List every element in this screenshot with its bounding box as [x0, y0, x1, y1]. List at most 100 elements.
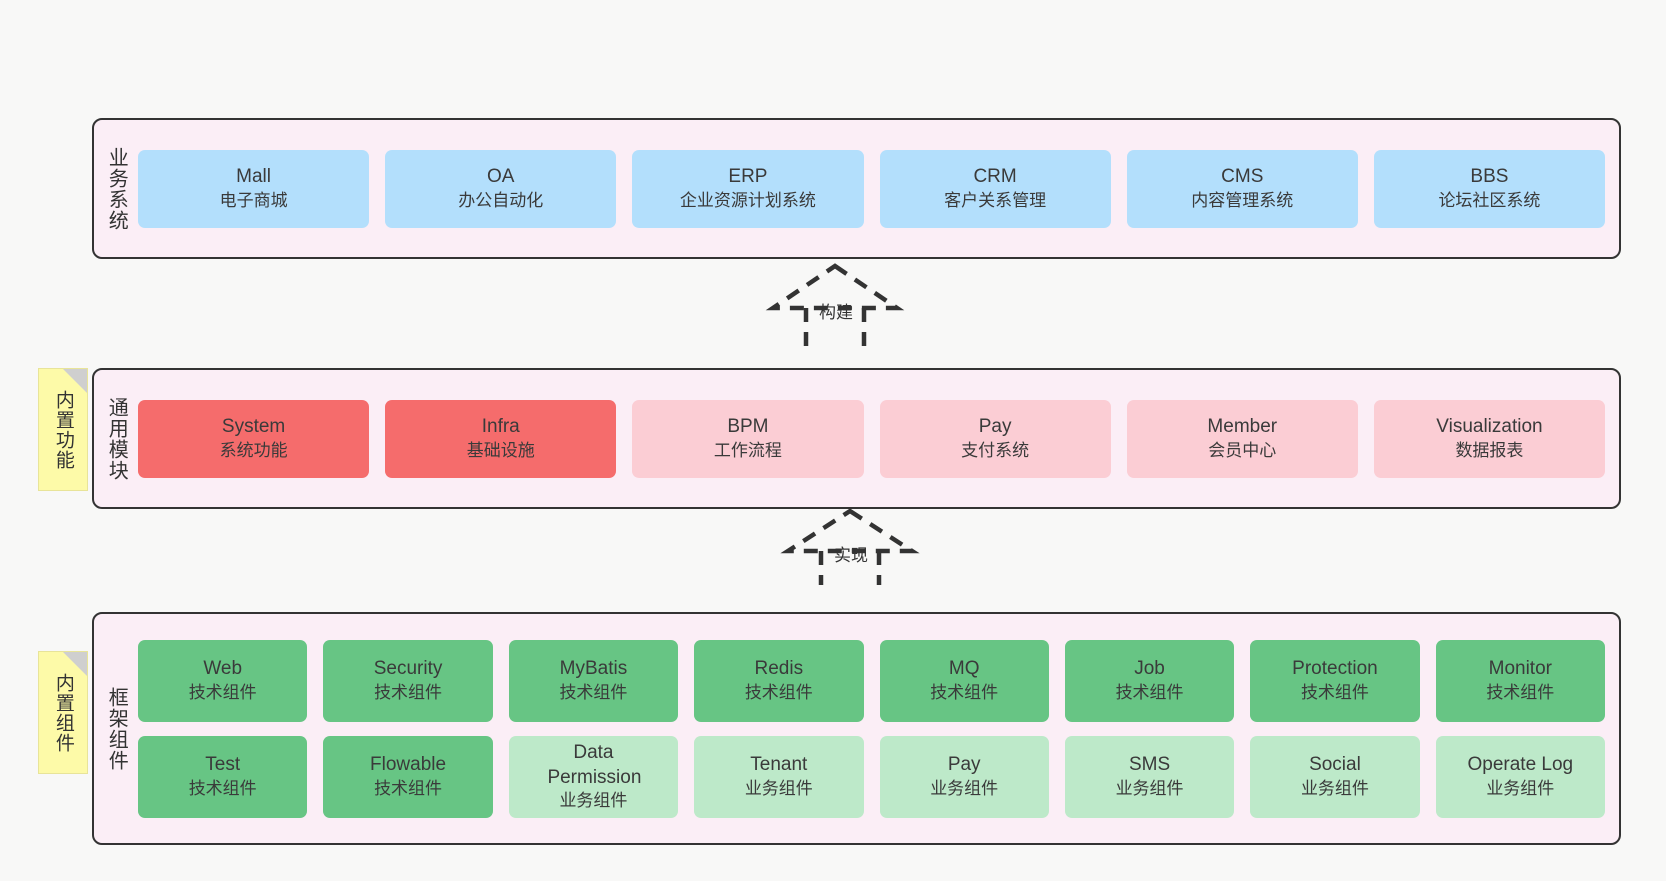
card-web[interactable]: Web 技术组件: [138, 639, 308, 722]
card-subtitle: 客户关系管理: [944, 190, 1047, 210]
card-subtitle: 技术组件: [374, 778, 443, 798]
card-test[interactable]: Test 技术组件: [138, 735, 308, 818]
card-tenant[interactable]: Tenant 业务组件: [694, 735, 864, 818]
card-system[interactable]: System 系统功能: [138, 399, 370, 478]
card-subtitle: 系统功能: [219, 440, 288, 460]
card-title: Pay: [978, 416, 1012, 438]
card-cms[interactable]: CMS 内容管理系统: [1126, 149, 1358, 228]
card-security[interactable]: Security 技术组件: [323, 639, 493, 722]
generalization-arrow-icon: [765, 263, 905, 350]
card-monitor[interactable]: Monitor 技术组件: [1435, 639, 1605, 722]
card-subtitle: 业务组件: [1486, 778, 1555, 798]
card-mybatis[interactable]: MyBatis 技术组件: [508, 639, 679, 722]
card-subtitle: 数据报表: [1455, 440, 1524, 460]
layer-title-framework-components: 框架组件: [105, 686, 128, 771]
note-builtin-components: 内置组件: [38, 651, 88, 774]
card-subtitle: 业务组件: [930, 778, 999, 798]
card-title: Visualization: [1436, 416, 1543, 438]
card-subtitle: 技术组件: [1115, 682, 1184, 702]
card-title: ERP: [728, 166, 768, 188]
card-title: Operate Log: [1467, 754, 1574, 776]
card-title: MyBatis: [559, 658, 628, 680]
card-subtitle: 技术组件: [374, 682, 443, 702]
card-subtitle: 业务组件: [744, 778, 813, 798]
card-sms[interactable]: SMS 业务组件: [1064, 735, 1235, 818]
card-flowable[interactable]: Flowable 技术组件: [323, 735, 493, 818]
card-subtitle: 会员中心: [1208, 440, 1277, 460]
layer-business-system: 业务系统 Mall 电子商城 OA 办公自动化 ERP 企业资源计划系统 CRM…: [92, 118, 1621, 259]
card-subtitle: 技术组件: [188, 682, 257, 702]
card-social[interactable]: Social 业务组件: [1250, 735, 1420, 818]
card-title: Security: [373, 658, 443, 680]
layer-title-common-modules: 通用模块: [105, 396, 128, 481]
card-protection[interactable]: Protection 技术组件: [1250, 639, 1420, 722]
card-subtitle: 技术组件: [559, 682, 628, 702]
card-title: CRM: [973, 166, 1017, 188]
card-title: Member: [1207, 416, 1278, 438]
layer-modules-cards: System 系统功能 Infra 基础设施 BPM 工作流程 Pay 支付系统…: [138, 370, 1619, 507]
card-erp[interactable]: ERP 企业资源计划系统: [632, 149, 864, 228]
card-title: Flowable: [370, 754, 447, 776]
card-subtitle: 企业资源计划系统: [679, 190, 816, 210]
connector-label: 构建: [819, 303, 853, 322]
card-subtitle: 业务组件: [1300, 778, 1369, 798]
card-job[interactable]: Job 技术组件: [1064, 639, 1235, 722]
card-row: Mall 电子商城 OA 办公自动化 ERP 企业资源计划系统 CRM 客户关系…: [138, 149, 1606, 228]
card-member[interactable]: Member 会员中心: [1126, 399, 1358, 478]
card-title: Protection: [1292, 658, 1378, 680]
card-title: BPM: [727, 416, 769, 438]
card-title: Monitor: [1488, 658, 1552, 680]
card-crm[interactable]: CRM 客户关系管理: [879, 149, 1111, 228]
card-data-permission[interactable]: Data Permission 业务组件: [508, 735, 679, 818]
note-builtin-features: 内置功能: [38, 368, 88, 491]
note-label: 内置功能: [52, 389, 74, 470]
layer-common-modules: 通用模块 System 系统功能 Infra 基础设施 BPM 工作流程 Pay…: [92, 368, 1621, 509]
card-row: Web 技术组件 Security 技术组件 MyBatis 技术组件 Redi…: [138, 639, 1605, 722]
card-subtitle: 论坛社区系统: [1438, 190, 1541, 210]
card-title: OA: [487, 166, 515, 188]
card-title: Infra: [481, 416, 520, 438]
card-title: CMS: [1221, 166, 1264, 188]
card-subtitle: 业务组件: [559, 790, 628, 810]
card-title: Redis: [754, 658, 804, 680]
card-subtitle: 技术组件: [188, 778, 257, 798]
card-title: Web: [203, 658, 243, 680]
card-subtitle: 技术组件: [1486, 682, 1555, 702]
card-pay-component[interactable]: Pay 业务组件: [879, 735, 1049, 818]
layer-framework-cards: Web 技术组件 Security 技术组件 MyBatis 技术组件 Redi…: [138, 614, 1619, 843]
note-fold-corner-icon: [63, 652, 87, 676]
card-subtitle: 技术组件: [930, 682, 999, 702]
card-operate-log[interactable]: Operate Log 业务组件: [1435, 735, 1605, 818]
card-subtitle: 技术组件: [1300, 682, 1369, 702]
card-subtitle: 办公自动化: [458, 190, 544, 210]
connector-build: 构建: [760, 262, 910, 350]
card-visualization[interactable]: Visualization 数据报表: [1373, 399, 1606, 478]
card-title: Data Permission: [547, 742, 642, 788]
card-bpm[interactable]: BPM 工作流程: [632, 399, 864, 478]
card-subtitle: 支付系统: [961, 440, 1030, 460]
card-title: SMS: [1128, 754, 1171, 776]
card-subtitle: 基础设施: [466, 440, 535, 460]
card-title: System: [221, 416, 286, 438]
layer-business-cards: Mall 电子商城 OA 办公自动化 ERP 企业资源计划系统 CRM 客户关系…: [138, 120, 1619, 257]
card-pay[interactable]: Pay 支付系统: [879, 399, 1111, 478]
card-subtitle: 业务组件: [1115, 778, 1184, 798]
card-title: Tenant: [750, 754, 808, 776]
card-row: Test 技术组件 Flowable 技术组件 Data Permission …: [138, 735, 1605, 818]
card-mq[interactable]: MQ 技术组件: [879, 639, 1049, 722]
card-title: Social: [1309, 754, 1361, 776]
card-title: BBS: [1470, 166, 1509, 188]
note-label: 内置组件: [52, 672, 74, 753]
note-fold-corner-icon: [63, 369, 87, 393]
card-infra[interactable]: Infra 基础设施: [385, 399, 617, 478]
card-subtitle: 工作流程: [713, 440, 782, 460]
card-bbs[interactable]: BBS 论坛社区系统: [1373, 149, 1606, 228]
card-mall[interactable]: Mall 电子商城: [138, 149, 370, 228]
card-row: System 系统功能 Infra 基础设施 BPM 工作流程 Pay 支付系统…: [138, 399, 1606, 478]
card-title: Test: [205, 754, 241, 776]
card-title: Pay: [947, 754, 981, 776]
connector-implement: 实现: [775, 507, 925, 585]
card-oa[interactable]: OA 办公自动化: [385, 149, 617, 228]
card-redis[interactable]: Redis 技术组件: [694, 639, 864, 722]
